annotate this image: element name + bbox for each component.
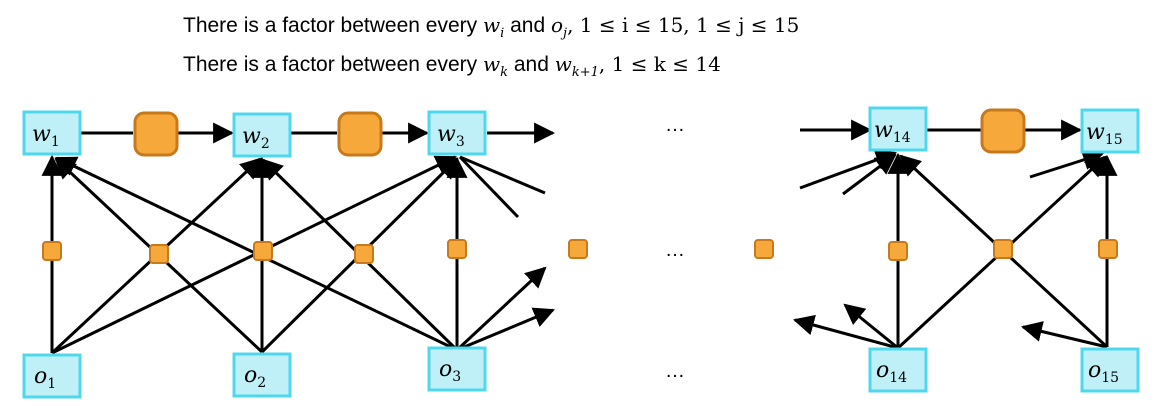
factor-cross-2 xyxy=(354,244,374,264)
variable-nodes: w1 w2 w3 w14 w15 o1 o2 o3 xyxy=(22,106,1140,399)
node-w1: w1 xyxy=(22,110,82,156)
node-w15-var: w xyxy=(1086,120,1105,145)
node-o14: o14 xyxy=(868,347,928,393)
node-o15-var: o xyxy=(1088,358,1101,383)
edge-o3-out-2 xyxy=(456,307,555,352)
svg-text:w2: w2 xyxy=(242,124,270,152)
chain-factors xyxy=(133,108,1026,157)
factor-o2-w2 xyxy=(253,241,273,261)
factor-w14-w15 xyxy=(980,108,1026,154)
ellipsis-middle: … xyxy=(665,239,685,261)
factor-o15-w15 xyxy=(1098,239,1118,259)
factor-w1-w2 xyxy=(133,111,179,157)
header-line-1-var-b: o xyxy=(551,13,564,37)
header-line-1-sub-a: i xyxy=(500,26,505,41)
node-w1-var: w xyxy=(32,122,51,147)
header-line-2-mid: and xyxy=(508,53,555,76)
node-w15: w15 xyxy=(1080,108,1140,154)
svg-text:o2: o2 xyxy=(244,363,266,391)
header-line-1-var-a: w xyxy=(482,13,501,37)
factor-isolated-right xyxy=(754,239,774,259)
factor-cross-right xyxy=(993,239,1013,259)
edge-in-w14-1 xyxy=(799,149,897,190)
node-o15-sub: 15 xyxy=(1101,370,1119,386)
svg-text:w15: w15 xyxy=(1086,120,1123,148)
edge-w3-partial-2 xyxy=(458,155,520,219)
node-o2-sub: 2 xyxy=(257,375,266,391)
svg-text:w14: w14 xyxy=(874,118,911,146)
factor-w2-w3 xyxy=(337,111,383,157)
svg-text:o1: o1 xyxy=(34,364,56,392)
factor-o14-w14 xyxy=(888,241,908,261)
node-w2-var: w xyxy=(242,124,261,149)
factor-o1-w1 xyxy=(42,241,62,261)
svg-text:o3: o3 xyxy=(439,357,461,385)
header-line-2-condition: , 1 ≤ k ≤ 14 xyxy=(598,52,721,76)
node-w14-var: w xyxy=(874,118,893,143)
header-line-2-sub-b: k+1 xyxy=(571,65,599,80)
node-w2: w2 xyxy=(232,112,292,158)
edge-in-w15 xyxy=(1029,149,1105,179)
node-o3-var: o xyxy=(439,357,452,382)
header-line-1-prefix: There is a factor between every xyxy=(183,14,483,37)
edge-o14-out-2 xyxy=(792,314,899,350)
edge-o15-out xyxy=(1020,321,1108,349)
header-line-1-mid: and xyxy=(504,14,551,37)
node-o3: o3 xyxy=(427,346,487,392)
ellipsis-bottom: … xyxy=(665,360,685,382)
node-w3-var: w xyxy=(437,122,456,147)
node-w3-sub: 3 xyxy=(456,134,465,150)
node-o1-sub: 1 xyxy=(47,376,56,392)
node-w14: w14 xyxy=(868,106,928,152)
header-line-1: There is a factor between every wi and o… xyxy=(183,10,799,49)
header-line-2-var-a: w xyxy=(482,52,501,76)
node-w14-sub: 14 xyxy=(893,130,911,146)
svg-text:w3: w3 xyxy=(437,122,465,150)
header-line-2-sub-a: k xyxy=(500,65,508,80)
node-o14-sub: 14 xyxy=(889,370,907,386)
factor-o3-w3 xyxy=(447,239,467,259)
node-o2: o2 xyxy=(232,352,292,398)
node-o15: o15 xyxy=(1080,347,1140,393)
node-o1: o1 xyxy=(22,353,82,399)
header-line-2-prefix: There is a factor between every xyxy=(183,53,483,76)
header: There is a factor between every wi and o… xyxy=(183,10,799,88)
svg-text:o15: o15 xyxy=(1088,358,1119,386)
node-o1-var: o xyxy=(34,364,47,389)
node-o2-var: o xyxy=(244,363,257,388)
edge-o3-out-1 xyxy=(455,266,547,352)
svg-text:w1: w1 xyxy=(32,122,60,150)
node-o3-sub: 3 xyxy=(452,369,461,385)
header-line-1-sub-b: j xyxy=(563,26,568,41)
node-w1-sub: 1 xyxy=(51,134,60,150)
svg-text:o14: o14 xyxy=(876,358,907,386)
node-o14-var: o xyxy=(876,358,889,383)
node-w15-sub: 15 xyxy=(1105,132,1123,148)
edge-w3-partial-1 xyxy=(459,155,546,195)
observation-factors xyxy=(42,239,1118,264)
edge-o14-out-1 xyxy=(843,303,899,350)
header-line-2: There is a factor between every wk and w… xyxy=(183,49,799,88)
factor-cross-1 xyxy=(149,244,169,264)
ellipsis-top: … xyxy=(665,114,685,136)
header-line-2-var-b: w xyxy=(554,52,572,76)
factor-isolated-left xyxy=(568,239,588,259)
node-w3: w3 xyxy=(427,110,487,156)
header-line-1-condition: , 1 ≤ i ≤ 15, 1 ≤ j ≤ 15 xyxy=(567,13,800,37)
edge-in-w14-2 xyxy=(842,153,897,196)
node-w2-sub: 2 xyxy=(261,136,270,152)
